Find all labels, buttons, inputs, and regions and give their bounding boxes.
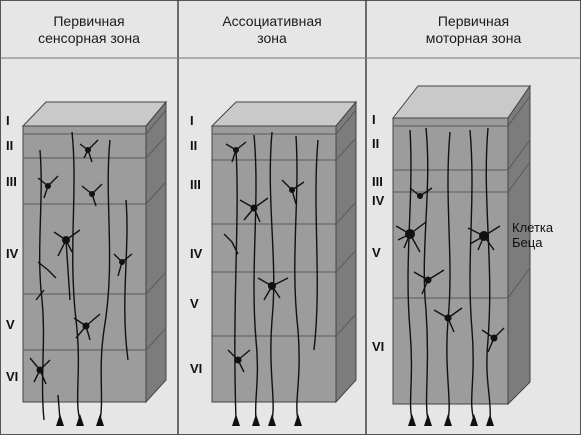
neuron-dendrites	[29, 357, 51, 385]
layer-label-VI: VI	[190, 361, 203, 376]
heading-motor: Первичная моторная зона	[425, 13, 522, 46]
axon	[269, 131, 275, 421]
betz-cell-soma	[479, 231, 489, 241]
neuron-soma	[289, 187, 295, 193]
arrow-icon	[76, 414, 84, 426]
neuron-soma	[234, 356, 242, 364]
block-associative	[210, 100, 358, 404]
neuron-soma	[36, 366, 44, 374]
neuron-soma	[85, 147, 91, 153]
arrow-icon	[294, 414, 302, 426]
axon	[38, 149, 45, 421]
axon	[71, 131, 81, 421]
heading-associative: Ассоциативная зона	[222, 13, 322, 46]
arrow-icon	[470, 414, 478, 426]
layer-label-II: II	[6, 138, 14, 153]
block-motor	[391, 84, 531, 406]
neuron-dendrites	[257, 277, 289, 301]
layer-label-II: II	[190, 138, 198, 153]
layer-label-V: V	[372, 245, 381, 260]
somas-associative	[233, 147, 295, 364]
layer-borders	[212, 109, 357, 337]
neuron-soma	[62, 236, 70, 244]
layer-label-I: I	[190, 113, 194, 128]
neuron-soma	[490, 334, 498, 342]
axon	[423, 127, 429, 421]
block-sensory	[21, 100, 168, 404]
arrow-icon	[252, 414, 260, 426]
layer-label-IV: IV	[372, 193, 385, 208]
axon-arrows	[56, 414, 494, 426]
neuron-soma	[250, 204, 258, 212]
axon	[485, 127, 492, 421]
arrow-icon	[444, 414, 452, 426]
betz-cell-soma	[405, 229, 415, 239]
neuron-dendrites	[73, 313, 101, 341]
arrow-icon	[232, 414, 240, 426]
arrow-icon	[96, 414, 104, 426]
neuron-dendrites	[395, 221, 427, 253]
axon	[124, 199, 129, 361]
somas-sensory	[36, 147, 125, 374]
neuron-soma	[82, 322, 90, 330]
layer-borders	[393, 95, 531, 299]
neuron-dendrites	[79, 139, 99, 163]
neuron-soma	[444, 314, 452, 322]
layer-label-V: V	[6, 317, 15, 332]
betz-cell-label: Клетка Беца	[512, 220, 554, 250]
arrow-icon	[486, 414, 494, 426]
layer-label-III: III	[372, 174, 383, 189]
neuron-dendrites	[35, 261, 57, 301]
arrow-icon	[56, 414, 64, 426]
neuron-dendrites	[239, 197, 269, 223]
layer-label-IV: IV	[190, 246, 203, 261]
layer-label-I: I	[6, 113, 10, 128]
axon	[253, 134, 259, 421]
neuron-dendrites	[467, 225, 501, 251]
somas-motor	[405, 193, 498, 342]
block-top	[391, 85, 531, 119]
neuron-soma	[268, 282, 276, 290]
neuron-soma	[45, 183, 51, 189]
neuron-soma	[424, 276, 432, 284]
axon	[469, 129, 475, 421]
axon	[99, 139, 111, 421]
axon	[407, 129, 413, 421]
axon	[446, 131, 451, 421]
block-side	[335, 100, 357, 404]
neuron-dendrites	[53, 229, 81, 301]
layer-borders	[23, 109, 167, 351]
neuron-soma	[233, 147, 239, 153]
axon	[234, 149, 238, 421]
axon	[313, 139, 319, 351]
layer-label-III: III	[190, 177, 201, 192]
layer-label-I: I	[372, 112, 376, 127]
neuron-soma	[89, 191, 95, 197]
heading-sensory: Первичная сенсорная зона	[38, 13, 140, 46]
neuron-soma	[417, 193, 423, 199]
layer-label-IV: IV	[6, 246, 19, 261]
layer-label-III: III	[6, 174, 17, 189]
axon	[294, 135, 300, 421]
neuron-dendrites	[223, 233, 239, 255]
block-top	[210, 101, 358, 127]
arrow-icon	[408, 414, 416, 426]
layer-label-V: V	[190, 296, 199, 311]
layer-label-II: II	[372, 136, 380, 151]
layer-label-VI: VI	[372, 339, 385, 354]
layer-label-VI: VI	[6, 369, 19, 384]
arrow-icon	[268, 414, 276, 426]
arrow-icon	[424, 414, 432, 426]
neuron-soma	[119, 259, 125, 265]
block-top	[21, 101, 168, 127]
